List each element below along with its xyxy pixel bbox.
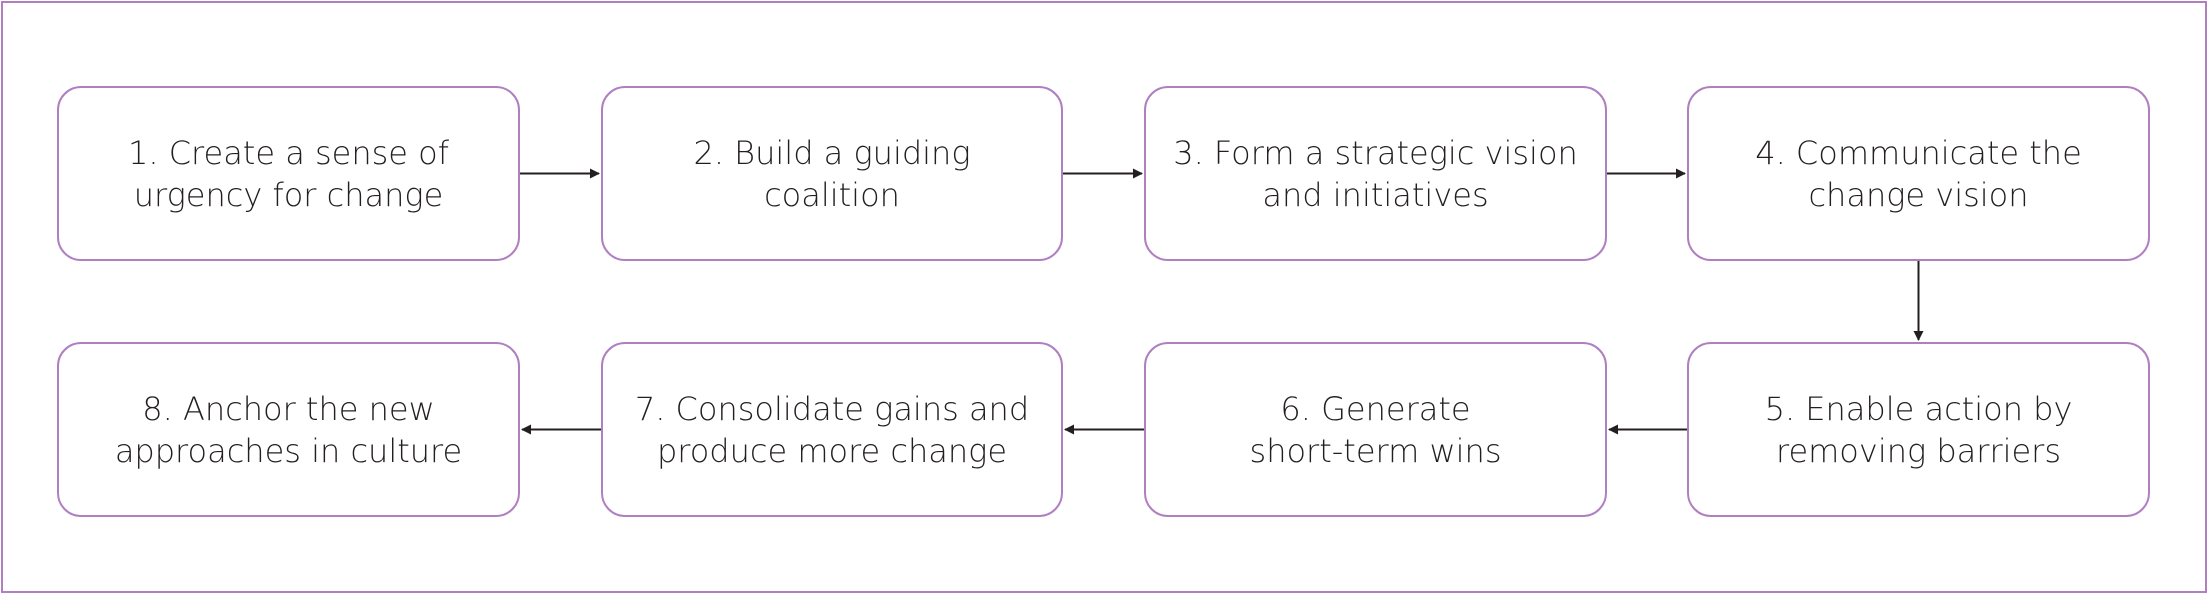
step-4-label: 4. Communicate the change vision [1755, 133, 2082, 214]
step-6-box: 6. Generate short-term wins [1144, 342, 1607, 517]
step-1-label: 1. Create a sense of urgency for change [128, 133, 449, 214]
step-5-box: 5. Enable action by removing barriers [1687, 342, 2150, 517]
step-7-label: 7. Consolidate gains and produce more ch… [634, 389, 1030, 470]
step-3-box: 3. Form a strategic vision and initiativ… [1144, 86, 1607, 261]
step-5-label: 5. Enable action by removing barriers [1764, 389, 2073, 470]
step-2-label: 2. Build a guiding coalition [693, 133, 971, 214]
step-4-box: 4. Communicate the change vision [1687, 86, 2150, 261]
step-2-box: 2. Build a guiding coalition [601, 86, 1063, 261]
step-6-label: 6. Generate short-term wins [1249, 389, 1502, 470]
step-1-box: 1. Create a sense of urgency for change [57, 86, 520, 261]
step-8-box: 8. Anchor the new approaches in culture [57, 342, 520, 517]
step-7-box: 7. Consolidate gains and produce more ch… [601, 342, 1063, 517]
step-8-label: 8. Anchor the new approaches in culture [114, 389, 463, 470]
step-3-label: 3. Form a strategic vision and initiativ… [1173, 133, 1578, 214]
